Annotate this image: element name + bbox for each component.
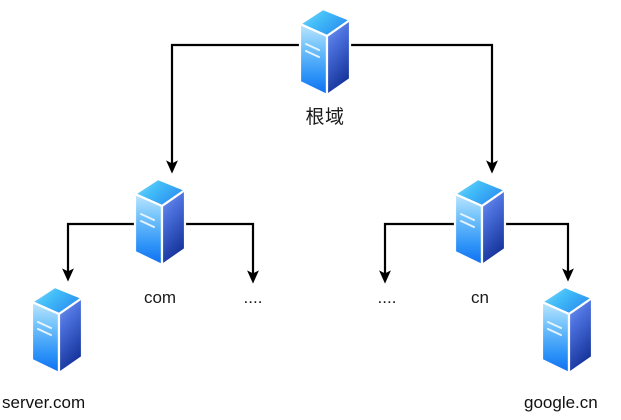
node-label-google-cn: google.cn — [524, 393, 598, 412]
node-label-com-more: .... — [243, 288, 263, 307]
edge-root-to-com — [166, 43, 325, 174]
node-label-server-com: server.com — [2, 393, 86, 412]
edge-cn-to-more — [379, 222, 480, 284]
edge-cn-to-google-cn — [480, 222, 574, 282]
edge-com-to-server-com — [62, 222, 160, 282]
node-label-com: com — [143, 288, 177, 307]
node-label-cn-more: .... — [377, 288, 397, 307]
node-label-cn: cn — [471, 288, 489, 307]
node-label-root: 根域 — [305, 107, 345, 128]
server-icon-cn[interactable] — [453, 177, 507, 267]
server-icon-com[interactable] — [133, 177, 187, 267]
server-icon-google-cn[interactable] — [540, 285, 594, 375]
server-icon-server-com[interactable] — [30, 285, 84, 375]
edge-root-to-cn — [325, 43, 498, 174]
server-icon-root[interactable] — [298, 7, 352, 97]
edge-com-to-more — [160, 222, 259, 284]
